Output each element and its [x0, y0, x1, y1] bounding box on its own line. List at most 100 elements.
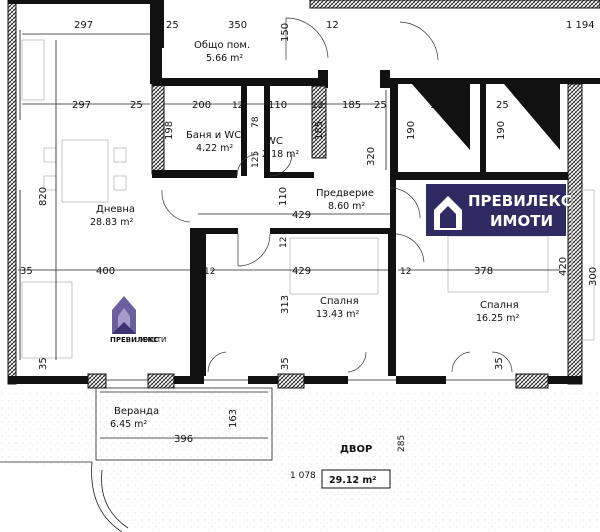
wall-bottom-left [8, 376, 88, 384]
wall-bottom-seg2 [174, 376, 204, 384]
chair-3 [113, 147, 127, 163]
wall-bath-right [241, 86, 247, 176]
wall-right-strip [380, 78, 600, 84]
dimension-lines [18, 33, 560, 439]
wall-wc-right [264, 86, 270, 176]
wall-hall-right [390, 180, 396, 230]
dim-429-a: 429 [292, 210, 311, 221]
wall-bottom-seg3 [248, 376, 278, 384]
logo-main: ПРЕВИЛЕКС ИМОТИ [426, 184, 572, 236]
bed-1 [289, 237, 379, 295]
chair-4 [113, 175, 127, 191]
dim-12-b: 12 [312, 101, 323, 111]
logo-small-line1: ПРЕВИЛЕКС [110, 336, 158, 344]
room-bedroom1-name: Спалня [320, 296, 359, 307]
dim-78: 78 [251, 116, 261, 128]
wall-bed1-top [270, 228, 390, 234]
dim-110-v: 110 [278, 187, 289, 206]
dim-378: 378 [474, 266, 493, 277]
dim-163: 163 [228, 409, 239, 428]
closet-wedge-1 [412, 84, 470, 150]
wall-bottom-hatch-4 [515, 373, 549, 389]
room-bath-area: 4.22 m² [196, 143, 233, 154]
dim-1194: 1 194 [566, 20, 595, 31]
dim-125: 125 [251, 151, 261, 168]
door-living [161, 189, 191, 223]
veranda-outline [95, 387, 273, 461]
room-wc-name: WC [266, 136, 283, 147]
room-bedroom2-name: Спалня [480, 300, 519, 311]
dining-table [61, 139, 109, 203]
yard-area-value: 29.12 m² [329, 475, 376, 486]
room-bath-name: Баня и WC [186, 130, 241, 141]
dim-190-b: 190 [496, 121, 507, 140]
door-hall-right [389, 187, 421, 219]
dim-297-top: 297 [74, 20, 93, 31]
dim-198: 198 [164, 121, 175, 140]
door-balcony-1 [207, 351, 227, 373]
dim-12-top: 12 [326, 20, 339, 31]
dim-313: 313 [280, 295, 291, 314]
wall-top-strip [309, 0, 600, 9]
dim-35-left: 35 [20, 266, 33, 277]
wall-block-a [151, 83, 165, 175]
wall-mid-upper [390, 84, 398, 180]
room-wc-area: 2.18 m² [262, 149, 299, 160]
yard-area-box [321, 469, 391, 489]
dim-396: 396 [174, 434, 193, 445]
wall-closet-div [480, 84, 486, 180]
dim-12-d: 12 [204, 267, 215, 277]
dim-25-top: 25 [166, 20, 179, 31]
wall-hall-bottom-left [190, 228, 206, 376]
dim-429-b: 429 [292, 266, 311, 277]
dim-25-b: 25 [496, 100, 509, 111]
door-bed1 [237, 233, 271, 267]
wall-bottom-hatch-1 [87, 373, 107, 389]
dim-35-br: 35 [494, 357, 505, 370]
dim-185-v: 185 [314, 121, 325, 140]
dim-12-a: 12 [232, 101, 243, 111]
yard-name: ДВОР [340, 444, 372, 455]
dim-25-mid: 25 [130, 100, 143, 111]
door-wc [269, 153, 293, 177]
wardrobe-right [571, 189, 595, 341]
room-bedroom2-area: 16.25 m² [476, 313, 519, 324]
room-living-area: 28.83 m² [90, 217, 133, 228]
wall-common-left [152, 0, 164, 48]
door-bed2 [395, 233, 425, 263]
door-balcony-3 [451, 351, 471, 373]
dim-190-a: 190 [406, 121, 417, 140]
door-common-2 [399, 21, 439, 61]
dim-170-a: 170 [430, 100, 449, 111]
dim-1078: 1 078 [290, 471, 316, 481]
room-common-area: 5.66 m² [206, 53, 243, 64]
dim-820: 820 [38, 187, 49, 206]
room-hall-area: 8.60 m² [328, 201, 365, 212]
wall-common-bottom [152, 78, 327, 86]
dim-12-c: 12 [279, 237, 289, 248]
door-common [285, 17, 329, 60]
yard-border [0, 461, 123, 532]
dim-200: 200 [192, 100, 211, 111]
dim-110-a: 110 [268, 100, 287, 111]
logo-main-line2: ИМОТИ [490, 212, 553, 230]
dim-297-mid: 297 [72, 100, 91, 111]
room-veranda-area: 6.45 m² [110, 419, 147, 430]
chair-1 [43, 147, 57, 163]
room-veranda-name: Веранда [114, 406, 159, 417]
sofa [21, 281, 73, 359]
dim-350: 350 [228, 20, 247, 31]
yard-curve-inner [101, 469, 129, 529]
dim-150-top: 150 [280, 23, 291, 42]
room-living-name: Дневна [96, 204, 135, 215]
dim-170-b: 170 [524, 100, 543, 111]
dim-320: 320 [366, 147, 377, 166]
wall-right-col [567, 83, 583, 385]
dim-185: 185 [342, 100, 361, 111]
dim-420: 420 [558, 257, 569, 276]
wall-hall-bottom [190, 228, 238, 234]
door-balcony-2 [347, 351, 367, 373]
kitchen-counter [21, 39, 45, 101]
dim-400: 400 [96, 266, 115, 277]
